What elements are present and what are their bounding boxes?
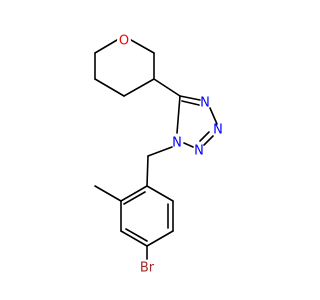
bond-n1-ch2 xyxy=(147,146,173,157)
tetrazole-n1-label: N xyxy=(172,136,182,151)
bond-o-c-right xyxy=(130,39,155,54)
bond-n1-c5 xyxy=(176,95,181,134)
oxygen-atom-label: O xyxy=(119,34,129,49)
bond-c5-n4-double xyxy=(181,100,200,106)
bond-benzene-4-5 xyxy=(146,230,174,247)
bond-benzene-1-2 xyxy=(120,185,148,202)
bond-n3-n2-double xyxy=(199,131,210,142)
molecule-structure: O N N N N Br xyxy=(94,34,223,276)
bond-benzene-6-1 xyxy=(146,185,174,202)
bond-n4-n3 xyxy=(209,107,218,125)
bond-ch2-aryl xyxy=(146,155,149,187)
atom-label-layer: O N N N N Br xyxy=(117,34,223,276)
bond-layer xyxy=(94,39,218,260)
bond-c5-n4 xyxy=(179,95,201,101)
bond-ring-to-tetrazole xyxy=(153,78,181,97)
tetrazole-n4-label: N xyxy=(200,96,210,111)
bond-o-c-left xyxy=(94,39,118,54)
bond-n3-n2 xyxy=(203,135,214,146)
bond-n2-n1 xyxy=(183,142,194,148)
bond-benzene-3-4-double xyxy=(125,228,148,242)
bond-ring-bottom-left xyxy=(94,78,125,97)
tetrazole-n3-label: N xyxy=(213,123,223,138)
bond-ring-bottom-right xyxy=(123,78,155,97)
bond-methyl xyxy=(94,185,122,202)
structure-canvas: O N N N N Br xyxy=(94,34,223,276)
bond-benzene-1-2-double xyxy=(123,191,146,205)
tetrazole-n2-label: N xyxy=(194,144,204,159)
bond-benzene-3-4 xyxy=(120,230,148,247)
bromine-atom-label: Br xyxy=(140,261,155,276)
